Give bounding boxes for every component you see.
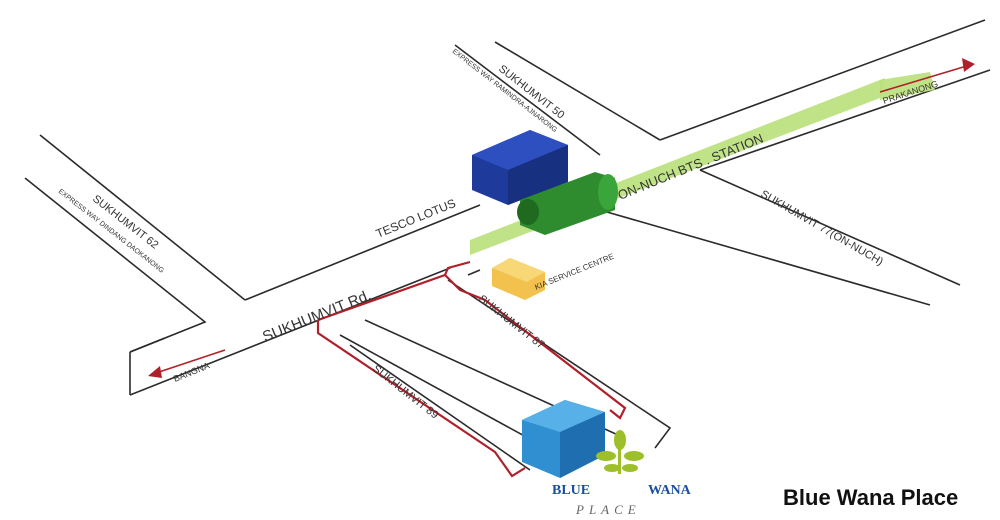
kia-building	[492, 258, 545, 300]
route-line-89	[316, 320, 526, 478]
road-sukhumvit-main	[129, 204, 481, 396]
road-sukhumvit-77	[599, 169, 961, 306]
road-sukhumvit-62	[24, 134, 246, 339]
label-sukhumvit-rd: SUKHUMVIT Rd.	[260, 287, 374, 346]
tesco-lotus-building	[472, 130, 568, 205]
label-bts-station: ON-NUCH BTS . STATION	[616, 131, 766, 203]
page-title: Blue Wana Place	[783, 485, 958, 510]
label-sukhumvit-62-sub: EXPRESS WAY DINDANG DAOKANONG	[57, 188, 165, 275]
logo-wana: WANA	[648, 483, 692, 498]
blue-wana-building	[522, 400, 605, 478]
label-kia: KIA SERVICE CENTRE	[533, 252, 615, 292]
road-prakanong-upper	[659, 19, 991, 171]
label-sukhumvit-89: SUKHUMVIT 89	[370, 363, 440, 422]
wana-leaf-icon	[596, 430, 644, 474]
label-sukhumvit-50-sub: EXPRESS WAY RAMINDRA-AJNARONG	[451, 48, 558, 134]
road-sukhumvit-50	[454, 41, 661, 156]
logo-blue: BLUE	[552, 483, 590, 498]
label-sukhumvit-77: SUKHUMVIT 77(ON-NUCH)	[759, 188, 885, 268]
label-sukhumvit-87: SUKHUMVIT 87	[476, 293, 546, 352]
route-line-kia	[443, 260, 471, 276]
bangna-arrow	[148, 349, 226, 378]
logo-place: PLACE	[575, 502, 641, 517]
bts-station-building	[517, 172, 618, 235]
prakanong-arrow	[879, 58, 975, 93]
label-bangna: BANGNA	[172, 360, 211, 384]
